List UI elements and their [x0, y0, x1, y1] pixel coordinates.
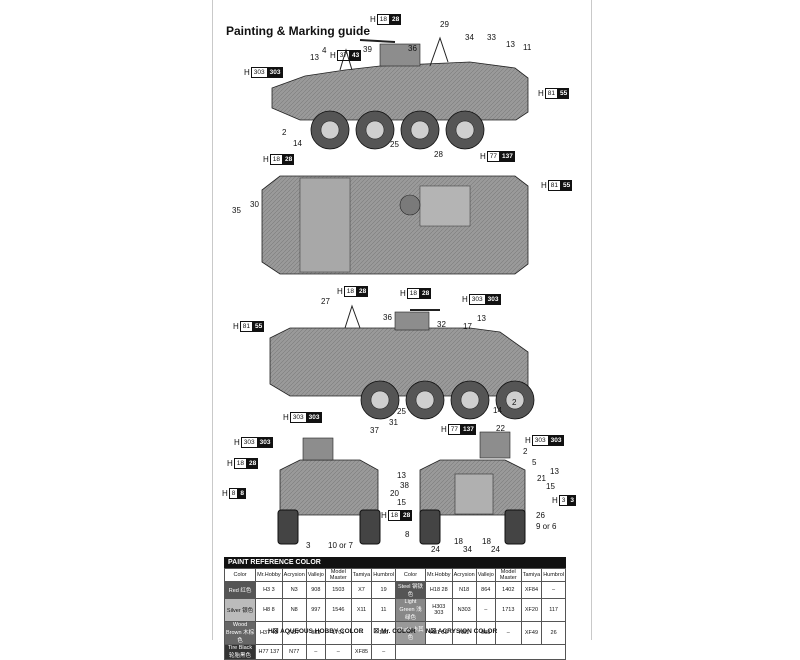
callout: 18 — [482, 537, 491, 546]
col-header: Humbrol — [541, 568, 566, 582]
callout: 22 — [496, 424, 505, 433]
callout: 2 — [512, 398, 517, 407]
callout: 5 — [532, 458, 537, 467]
callout: 36 — [408, 44, 417, 53]
callout: 18 — [454, 537, 463, 546]
callout: 11 — [523, 43, 532, 52]
col-header: Color — [223, 568, 257, 582]
rear-view — [419, 431, 526, 545]
callout: 30 — [250, 200, 259, 209]
callout: 25 — [397, 407, 406, 416]
callout: 14 — [293, 139, 302, 148]
table-header-row: Color Mr.Hobby Acrysion Vallejo Model Ma… — [223, 568, 566, 582]
callout: 25 — [390, 140, 399, 149]
callout: 4 — [322, 46, 327, 55]
col-header: Acrysion — [451, 568, 477, 582]
col-header: Model Master — [494, 568, 522, 582]
front-view — [277, 437, 381, 545]
callout: 35 — [232, 206, 241, 215]
callout: 2 — [523, 447, 528, 456]
callout: 21 — [537, 474, 546, 483]
callout: 15 — [546, 482, 555, 491]
vehicle-drawings — [261, 36, 535, 545]
col-header: Tamiya — [520, 568, 543, 582]
callout: 3 — [306, 541, 311, 550]
side-view-right — [269, 304, 535, 420]
col-header: Color — [395, 568, 426, 582]
callout: 24 — [491, 545, 500, 554]
callout: 13 — [550, 467, 559, 476]
col-header: Tamiya — [350, 568, 373, 582]
callout: 37 — [370, 426, 379, 435]
callout: 26 — [536, 511, 545, 520]
callout: 13 — [310, 53, 319, 62]
callout: 36 — [383, 313, 392, 322]
callout: 15 — [397, 498, 406, 507]
col-header: Humbrol — [371, 568, 397, 582]
col-header: Mr.Hobby — [255, 568, 283, 582]
callout: 38 — [400, 481, 409, 490]
callout: 28 — [434, 150, 443, 159]
aqueous-legend: H☒ AQUEOUS HOBBY COLOR — [268, 628, 364, 635]
callout: 29 — [440, 20, 449, 29]
legend-footer: H☒ AQUEOUS HOBBY COLOR ☒ Mr. COLOR N☒ AC… — [268, 627, 497, 635]
table-row: Red 红色 H3 3 N3 908 1503 X7 19 Steel 钢铁色 … — [223, 581, 566, 599]
col-header: Vallejo — [475, 568, 496, 582]
side-view-left — [271, 36, 529, 150]
table-row: Silver 银色 H8 8 N8 997 1546 X11 11 Light … — [223, 598, 566, 622]
callout: 31 — [389, 418, 398, 427]
top-view — [261, 175, 529, 275]
table-row: Tire Black 轮胎黑色 H77 137 N77 – – XF85 – — [223, 644, 566, 660]
callout: 34 — [465, 33, 474, 42]
col-header: Model Master — [324, 568, 352, 582]
callout: 13 — [397, 471, 406, 480]
paint-table: Color Mr.Hobby Acrysion Vallejo Model Ma… — [223, 568, 566, 660]
page-title: Painting & Marking guide — [226, 24, 371, 38]
mr-color-legend: ☒ Mr. COLOR — [373, 628, 416, 635]
callout: 14 — [493, 406, 502, 415]
callout: 8 — [405, 530, 410, 539]
callout: 27 — [321, 297, 330, 306]
callout: 13 — [477, 314, 486, 323]
callout: 2 — [282, 128, 287, 137]
callout: 34 — [463, 545, 472, 554]
callout: 20 — [390, 489, 399, 498]
callout: 17 — [463, 322, 472, 331]
callout: 33 — [487, 33, 496, 42]
paint-reference-table: PAINT REFERENCE COLOR Color Mr.Hobby Acr… — [223, 557, 566, 660]
callout: 9 or 6 — [536, 522, 557, 531]
callout: 24 — [431, 545, 440, 554]
callout: 13 — [506, 40, 515, 49]
callout: 32 — [437, 320, 446, 329]
callout: 10 or 7 — [328, 541, 353, 550]
col-header: Vallejo — [305, 568, 326, 582]
table-title: PAINT REFERENCE COLOR — [224, 557, 566, 568]
col-header: Acrysion — [281, 568, 307, 582]
acrysion-legend: N☒ ACRYSION COLOR — [425, 628, 498, 635]
col-header: Mr.Hobby — [424, 568, 453, 582]
callout: 39 — [363, 45, 372, 54]
